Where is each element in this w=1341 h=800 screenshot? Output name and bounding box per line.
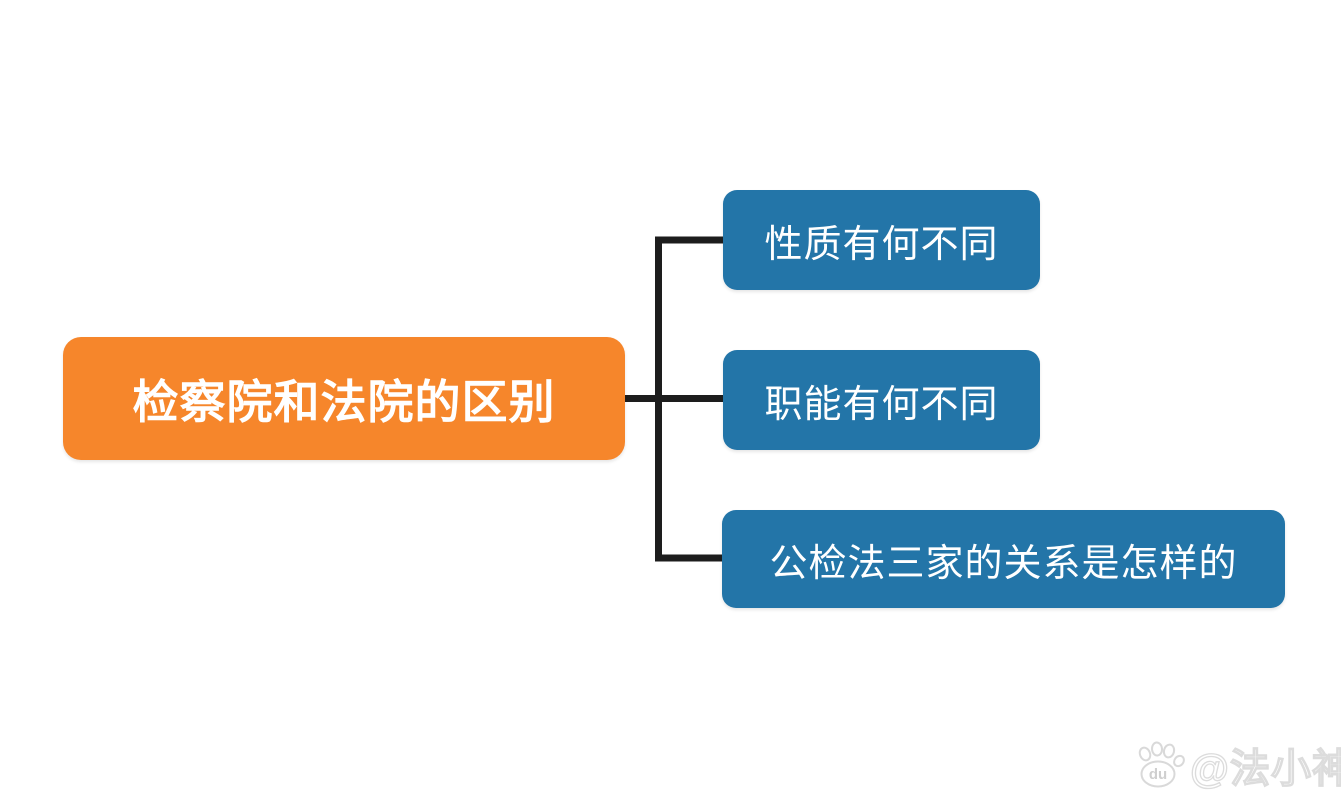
root-node[interactable]: 检察院和法院的区别 [63,337,625,460]
child-node-function[interactable]: 职能有何不同 [723,350,1040,450]
child-node-label: 公检法三家的关系是怎样的 [769,542,1238,585]
root-node-label: 检察院和法院的区别 [132,375,556,428]
baidu-paw-icon: du [1134,741,1188,789]
child-node-nature[interactable]: 性质有何不同 [723,190,1040,290]
child-node-label: 性质有何不同 [764,223,999,266]
child-node-relationship[interactable]: 公检法三家的关系是怎样的 [722,510,1285,608]
child-node-label: 职能有何不同 [764,383,999,426]
watermark: du @法小神 [1134,736,1341,794]
watermark-text: @法小神 [1189,746,1341,791]
baidu-paw-du-text: du [1149,766,1167,783]
